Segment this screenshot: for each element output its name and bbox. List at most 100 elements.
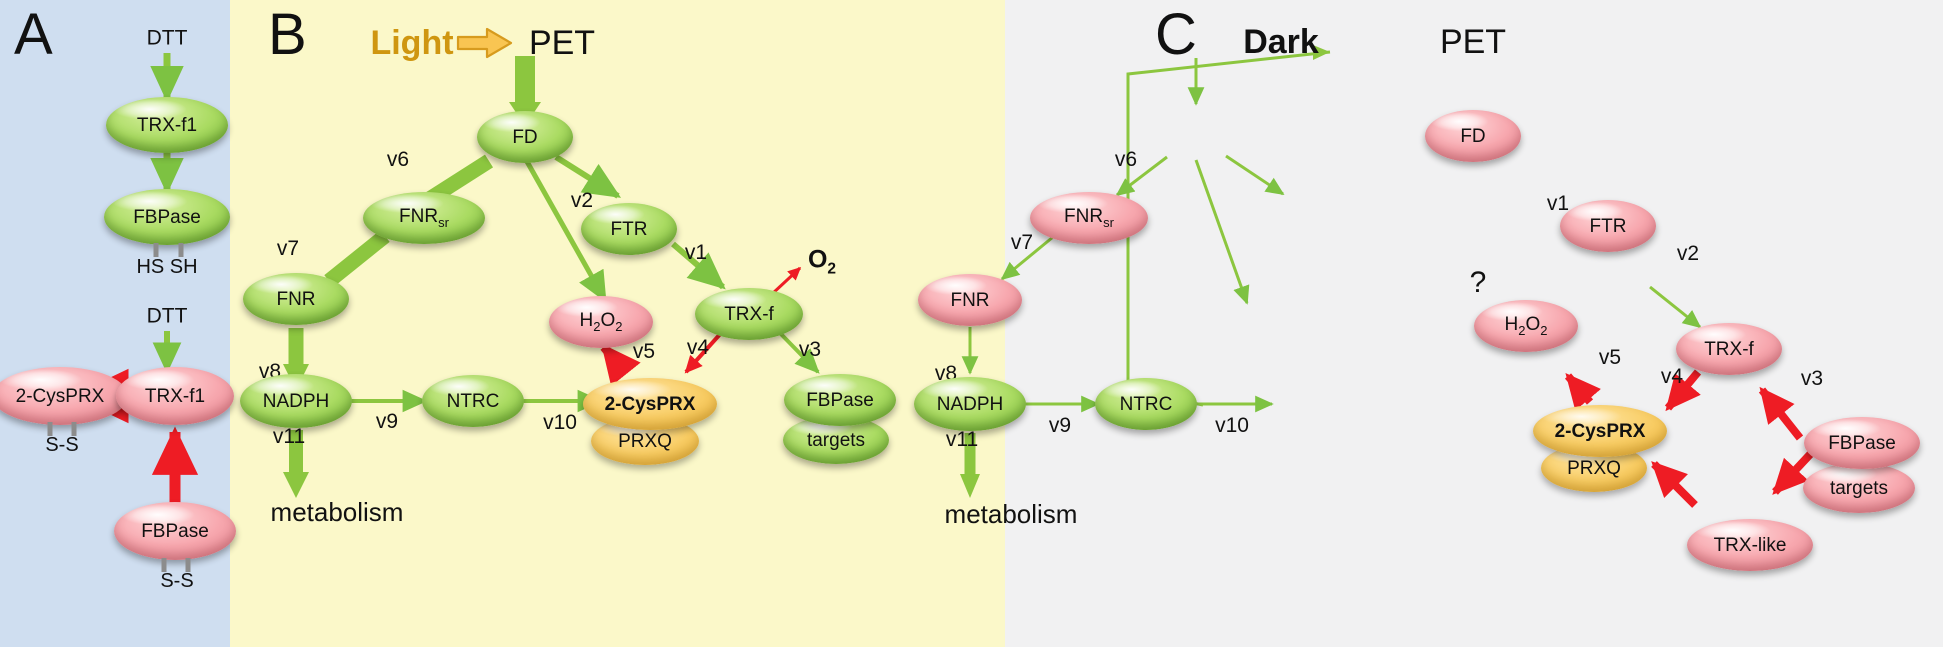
node-label: 2-CysPRX: [15, 385, 105, 407]
node-label: FNR: [950, 289, 990, 311]
flux-label-v4-c: v4: [1660, 365, 1684, 388]
node-label: FTR: [610, 218, 648, 240]
thiol-stub: [178, 243, 184, 257]
node-fd-b[interactable]: FD: [477, 111, 573, 163]
node-fbpase-b[interactable]: FBPase: [784, 374, 896, 426]
node-fnr-sr-c[interactable]: FNRsr: [1030, 192, 1148, 244]
node-trx-f1-top[interactable]: TRX-f1: [106, 97, 228, 153]
node-shape: [918, 274, 1022, 326]
node-nadph-b[interactable]: NADPH: [240, 374, 352, 428]
node-label: TRX-f: [724, 303, 774, 325]
flux-label-v2-b: v2: [570, 189, 594, 212]
flux-label-v11-b: v11: [272, 425, 306, 448]
label-metabolism-b: metabolism: [270, 497, 404, 527]
flux-label-v9-c: v9: [1048, 414, 1072, 437]
node-label: targets: [806, 429, 866, 451]
flux-label-v1-b: v1: [684, 241, 708, 264]
flux-label-v3-c: v3: [1800, 367, 1824, 390]
panel-a-label: A: [14, 2, 53, 67]
label-ss-cysprx: S-S: [45, 434, 79, 456]
node-ntrc-b[interactable]: NTRC: [422, 375, 524, 427]
label-question-c: ?: [1469, 266, 1487, 299]
node-label: FNRsr: [399, 206, 449, 230]
node-shape: [1030, 192, 1148, 244]
node-shape: [1804, 417, 1920, 469]
node-label: FBPase: [133, 206, 201, 228]
node-ftr-b[interactable]: FTR: [581, 203, 677, 255]
node-shape: [1803, 463, 1915, 513]
node-shape: [243, 273, 349, 325]
flux-label-v7-b: v7: [276, 237, 300, 260]
flux-label-v5-c: v5: [1598, 346, 1622, 369]
node-fnr-b[interactable]: FNR: [243, 273, 349, 325]
node-shape: [240, 374, 352, 428]
node-shape: [695, 288, 803, 340]
node-label: PRXQ: [618, 430, 672, 452]
node-fbpase-c[interactable]: FBPase: [1804, 417, 1920, 469]
label-dtt-top: DTT: [146, 26, 188, 50]
node-shape: [1474, 300, 1578, 352]
node-label: H2O2: [1504, 314, 1548, 338]
node-label: NADPH: [262, 390, 330, 412]
node-nadph-c[interactable]: NADPH: [914, 377, 1026, 431]
node-fnr-sr-b[interactable]: FNRsr: [363, 192, 485, 244]
flux-label-v1-c: v1: [1546, 192, 1570, 215]
thiol-stub: [185, 558, 191, 572]
node-label: NTRC: [1119, 393, 1173, 415]
node-shape: [1687, 519, 1813, 571]
node-ftr-c[interactable]: FTR: [1560, 200, 1656, 252]
node-shape: [784, 374, 896, 426]
node-fbpase-bottom[interactable]: FBPase: [114, 502, 236, 560]
thiol-stub: [153, 243, 159, 257]
node-fnr-c[interactable]: FNR: [918, 274, 1022, 326]
node-shape: [106, 97, 228, 153]
node-label: FD: [1460, 125, 1486, 147]
node-h2o2-c[interactable]: H2O2: [1474, 300, 1578, 352]
node-label: FBPase: [1828, 432, 1896, 454]
node-label: FNRsr: [1064, 206, 1114, 230]
node-label: PRXQ: [1567, 457, 1621, 479]
node-label: TRX-f1: [144, 385, 206, 407]
flux-label-v7-c: v7: [1010, 231, 1034, 254]
light-arrow-icon: [456, 27, 513, 59]
node-shape: [1533, 405, 1667, 457]
flux-label-v6-b: v6: [386, 148, 410, 171]
label-pet-b: PET: [528, 24, 596, 62]
node-shape: [0, 367, 128, 425]
node-label: targets: [1829, 477, 1889, 499]
node-shape: [914, 377, 1026, 431]
node-label: H2O2: [579, 310, 623, 334]
node-trx-f1-bottom[interactable]: TRX-f1: [116, 367, 234, 425]
node-trx-f-c[interactable]: TRX-f: [1676, 323, 1782, 375]
node-2-cysprx-b[interactable]: 2-CysPRX: [583, 378, 717, 430]
label-metabolism-c: metabolism: [944, 499, 1078, 529]
flux-label-v5-b: v5: [632, 340, 656, 363]
flux-label-v4-b: v4: [686, 336, 710, 359]
node-h2o2-b[interactable]: H2O2: [549, 296, 653, 348]
node-label: FNR: [276, 288, 316, 310]
node-shape: [1676, 323, 1782, 375]
node-shape: [583, 378, 717, 430]
label-hs-sh: HS SH: [136, 256, 198, 278]
node-trx-f-b[interactable]: TRX-f: [695, 288, 803, 340]
node-label: TRX-f: [1704, 338, 1754, 360]
thiol-stub: [47, 422, 53, 436]
node-label: FD: [512, 126, 538, 148]
flux-label-v6-c: v6: [1114, 148, 1138, 171]
node-fd-c[interactable]: FD: [1425, 110, 1521, 162]
node-ntrc-c[interactable]: NTRC: [1095, 378, 1197, 430]
node-label: FBPase: [141, 520, 209, 542]
node-2-cysprx-a[interactable]: 2-CysPRX: [0, 367, 128, 425]
node-shape: [422, 375, 524, 427]
node-label: 2-CysPRX: [604, 393, 696, 415]
node-fbpase-top[interactable]: FBPase: [104, 189, 230, 245]
flux-label-v10-b: v10: [543, 411, 577, 434]
node-label: TRX-f1: [136, 114, 198, 136]
node-shape: [1560, 200, 1656, 252]
node-targets-c[interactable]: targets: [1803, 463, 1915, 513]
node-2-cysprx-c[interactable]: 2-CysPRX: [1533, 405, 1667, 457]
node-trx-like-c[interactable]: TRX-like: [1687, 519, 1813, 571]
label-pet-c: PET: [1439, 23, 1507, 61]
node-label: FBPase: [806, 389, 874, 411]
